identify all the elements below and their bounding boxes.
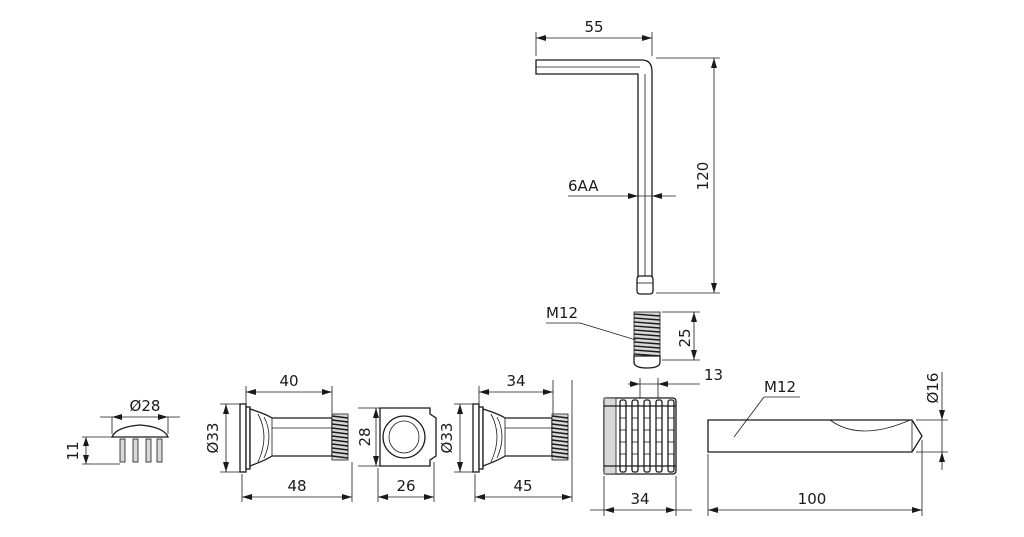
thread-line: [551, 455, 569, 459]
locking-pin: [707, 419, 923, 453]
thread-line: [633, 329, 661, 333]
post-left-body-label: 40: [279, 372, 298, 390]
dim-key-height: 120: [656, 57, 720, 294]
thread-line: [331, 415, 349, 419]
post-right-total-label: 45: [513, 477, 532, 495]
sleeve-fin: [631, 399, 639, 473]
dim-cap: Ø28 11: [64, 397, 180, 465]
dim-key-width: 55: [535, 18, 653, 56]
thread-line: [551, 419, 569, 423]
sleeve-fin: [643, 399, 651, 473]
dim-sleeve: 13 34: [590, 366, 723, 516]
thread-line: [633, 333, 661, 337]
thread-line: [633, 349, 661, 353]
threaded-bolt: [633, 311, 661, 369]
thread-line: [331, 435, 349, 439]
thread-line: [633, 337, 661, 341]
thread-line: [551, 443, 569, 447]
thread-line: [551, 439, 569, 443]
thread-line: [331, 423, 349, 427]
thread-line: [331, 439, 349, 443]
cap-diameter-label: Ø28: [130, 397, 161, 415]
thread-line: [551, 415, 569, 419]
thread-line: [633, 321, 661, 325]
post-right-diameter-label: Ø33: [438, 423, 456, 454]
dim-pin: M12 Ø16 100: [707, 372, 948, 516]
thread-line: [331, 431, 349, 435]
sleeve-fin: [655, 399, 663, 473]
thread-line: [331, 427, 349, 431]
ring-width-label: 26: [396, 477, 415, 495]
post-right: [472, 403, 569, 473]
dim-key-hex: 6AA: [568, 177, 676, 199]
thread-line: [551, 451, 569, 455]
dim-post-left: 40 Ø33 48: [204, 372, 353, 502]
thread-line: [633, 341, 661, 345]
thread-line: [633, 325, 661, 329]
key-hex-label: 6AA: [568, 177, 599, 195]
sleeve-width-label: 34: [630, 490, 649, 508]
thread-line: [331, 419, 349, 423]
post-right-body-label: 34: [506, 372, 525, 390]
thread-line: [551, 431, 569, 435]
thread-line: [551, 435, 569, 439]
dim-ring: 28 26: [356, 407, 435, 502]
pin-diameter-label: Ø16: [924, 373, 942, 404]
dim-bolt: M12 25: [546, 304, 700, 361]
key-width-label: 55: [584, 18, 603, 36]
bolt-length-label: 25: [676, 328, 694, 347]
thread-line: [551, 423, 569, 427]
post-left-diameter-label: Ø33: [204, 423, 222, 454]
sleeve-fin: [667, 399, 675, 473]
thread-line: [331, 451, 349, 455]
ring-height-label: 28: [356, 427, 374, 446]
cap-height-label: 11: [64, 441, 82, 460]
thread-line: [331, 455, 349, 459]
post-left-total-label: 48: [287, 477, 306, 495]
thread-line: [551, 447, 569, 451]
thread-line: [551, 427, 569, 431]
thread-line: [633, 317, 661, 321]
thread-line: [633, 313, 661, 317]
pin-length-label: 100: [798, 490, 827, 508]
pin-thread-label: M12: [764, 378, 796, 396]
post-left: [239, 403, 349, 473]
sleeve-fin: [619, 399, 627, 473]
key-height-label: 120: [694, 162, 712, 191]
ring-clip: [379, 407, 437, 467]
thread-line: [331, 443, 349, 447]
thread-line: [331, 447, 349, 451]
thread-line: [633, 345, 661, 349]
slotted-sleeve: [603, 397, 677, 475]
allen-key: [535, 59, 654, 295]
end-cap: [111, 424, 169, 463]
dim-post-right: 34 Ø33 45: [438, 372, 573, 502]
sleeve-top-label: 13: [704, 366, 723, 384]
bolt-thread-label: M12: [546, 304, 578, 322]
